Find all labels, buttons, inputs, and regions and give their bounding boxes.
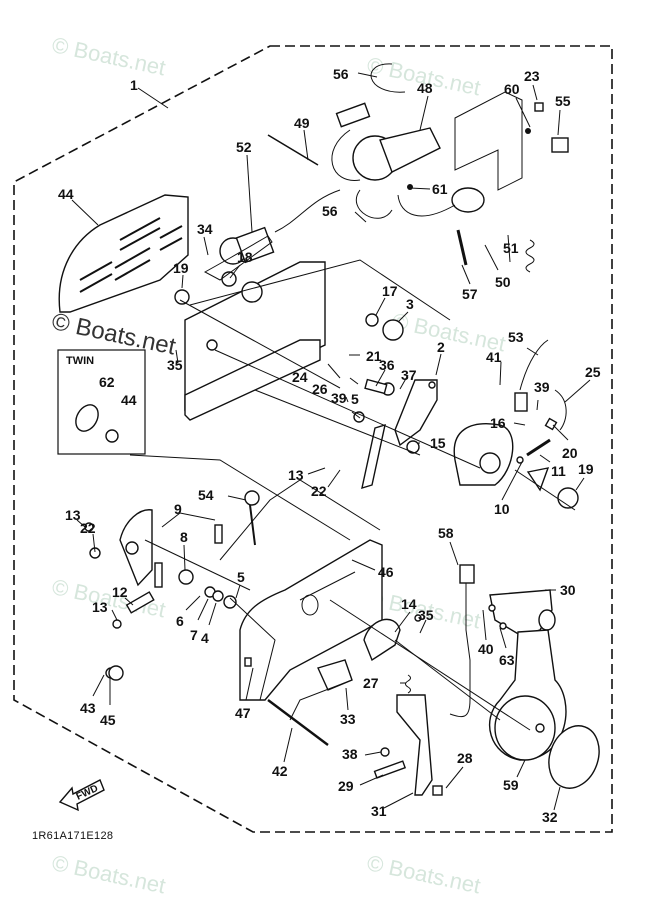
- callout[interactable]: 32: [542, 809, 558, 825]
- callout[interactable]: 51: [503, 240, 519, 256]
- callout[interactable]: 50: [495, 274, 511, 290]
- callout[interactable]: 55: [555, 93, 571, 109]
- callout[interactable]: 13: [65, 507, 81, 523]
- callout[interactable]: 40: [478, 641, 494, 657]
- callout[interactable]: 35: [418, 607, 434, 623]
- callout[interactable]: 36: [379, 357, 395, 373]
- drawing-code: 1R61A171E128: [32, 830, 114, 842]
- callout[interactable]: 34: [197, 221, 213, 237]
- callout[interactable]: 5: [237, 569, 245, 585]
- callout[interactable]: 62: [99, 374, 115, 390]
- callout[interactable]: 29: [338, 778, 354, 794]
- guide-lines: [129, 259, 576, 731]
- fwd-label: FWD: [75, 783, 100, 803]
- control-housing: [239, 539, 383, 701]
- housing-plate: [174, 235, 326, 421]
- callout[interactable]: 48: [417, 80, 433, 96]
- callout[interactable]: 21: [366, 348, 382, 364]
- callout[interactable]: 33: [340, 711, 356, 727]
- side-cover: [58, 194, 189, 313]
- callout[interactable]: 9: [174, 501, 182, 517]
- callout[interactable]: 52: [236, 139, 252, 155]
- callout[interactable]: 41: [486, 349, 502, 365]
- callout[interactable]: 27: [363, 675, 379, 691]
- callout[interactable]: 8: [180, 529, 188, 545]
- callout[interactable]: 12: [112, 584, 128, 600]
- callout[interactable]: 57: [462, 286, 478, 302]
- callout[interactable]: 24: [292, 369, 308, 385]
- callout[interactable]: 19: [173, 260, 189, 276]
- twin-inset: TWIN: [57, 349, 146, 455]
- neutral-switch-wiring: [219, 63, 569, 273]
- callout[interactable]: 31: [371, 803, 387, 819]
- callout[interactable]: 14: [401, 596, 417, 612]
- assembly-boundary: [13, 45, 613, 833]
- callout-labels: 1 44 52 49 56 48 60 23 55 61 56 51 50 57…: [58, 66, 601, 825]
- callout[interactable]: 2: [437, 339, 445, 355]
- callout[interactable]: 37: [401, 367, 417, 383]
- callout[interactable]: 17: [382, 283, 398, 299]
- callout[interactable]: 56: [322, 203, 338, 219]
- callout[interactable]: 13: [92, 599, 108, 615]
- leader-lines: [71, 72, 591, 811]
- callout[interactable]: 6: [176, 613, 184, 629]
- callout[interactable]: 58: [438, 525, 454, 541]
- callout[interactable]: 10: [494, 501, 510, 517]
- callout[interactable]: 15: [430, 435, 446, 451]
- callout[interactable]: 44: [121, 392, 137, 408]
- callout[interactable]: 39: [534, 379, 550, 395]
- callout[interactable]: 23: [524, 68, 540, 84]
- callout[interactable]: 1: [130, 77, 138, 93]
- callout[interactable]: 35: [167, 357, 183, 373]
- callout[interactable]: 25: [585, 364, 601, 380]
- callout[interactable]: 42: [272, 763, 288, 779]
- callout[interactable]: 53: [508, 329, 524, 345]
- callout[interactable]: 59: [503, 777, 519, 793]
- callout[interactable]: 56: [333, 66, 349, 82]
- callout[interactable]: 54: [198, 487, 214, 503]
- callout[interactable]: 46: [378, 564, 394, 580]
- twin-title: TWIN: [66, 355, 94, 367]
- callout[interactable]: 30: [560, 582, 576, 598]
- callout[interactable]: 20: [562, 445, 578, 461]
- callout[interactable]: 18: [237, 249, 253, 265]
- fwd-direction-arrow: FWD: [58, 779, 105, 812]
- callout[interactable]: 61: [432, 181, 448, 197]
- callout[interactable]: 22: [311, 483, 327, 499]
- callout[interactable]: 45: [100, 712, 116, 728]
- callout[interactable]: 3: [406, 296, 414, 312]
- callout[interactable]: 5: [351, 391, 359, 407]
- callout[interactable]: 7: [190, 627, 198, 643]
- callout[interactable]: 47: [235, 705, 251, 721]
- callout[interactable]: 49: [294, 115, 310, 131]
- callout[interactable]: 63: [499, 652, 515, 668]
- callout[interactable]: 39: [331, 390, 347, 406]
- callout[interactable]: 4: [201, 630, 209, 646]
- callout[interactable]: 60: [504, 81, 520, 97]
- callout[interactable]: 22: [80, 520, 96, 536]
- callout[interactable]: 38: [342, 746, 358, 762]
- control-handle: [267, 564, 600, 796]
- callout[interactable]: 43: [80, 700, 96, 716]
- callout[interactable]: 44: [58, 186, 74, 202]
- callout[interactable]: 16: [490, 415, 506, 431]
- lower-left-parts: [84, 490, 260, 681]
- callout[interactable]: 26: [312, 381, 328, 397]
- callout[interactable]: 13: [288, 467, 304, 483]
- callout[interactable]: 28: [457, 750, 473, 766]
- callout[interactable]: 11: [551, 463, 566, 479]
- callout[interactable]: 19: [578, 461, 594, 477]
- shift-mechanism: [353, 313, 579, 509]
